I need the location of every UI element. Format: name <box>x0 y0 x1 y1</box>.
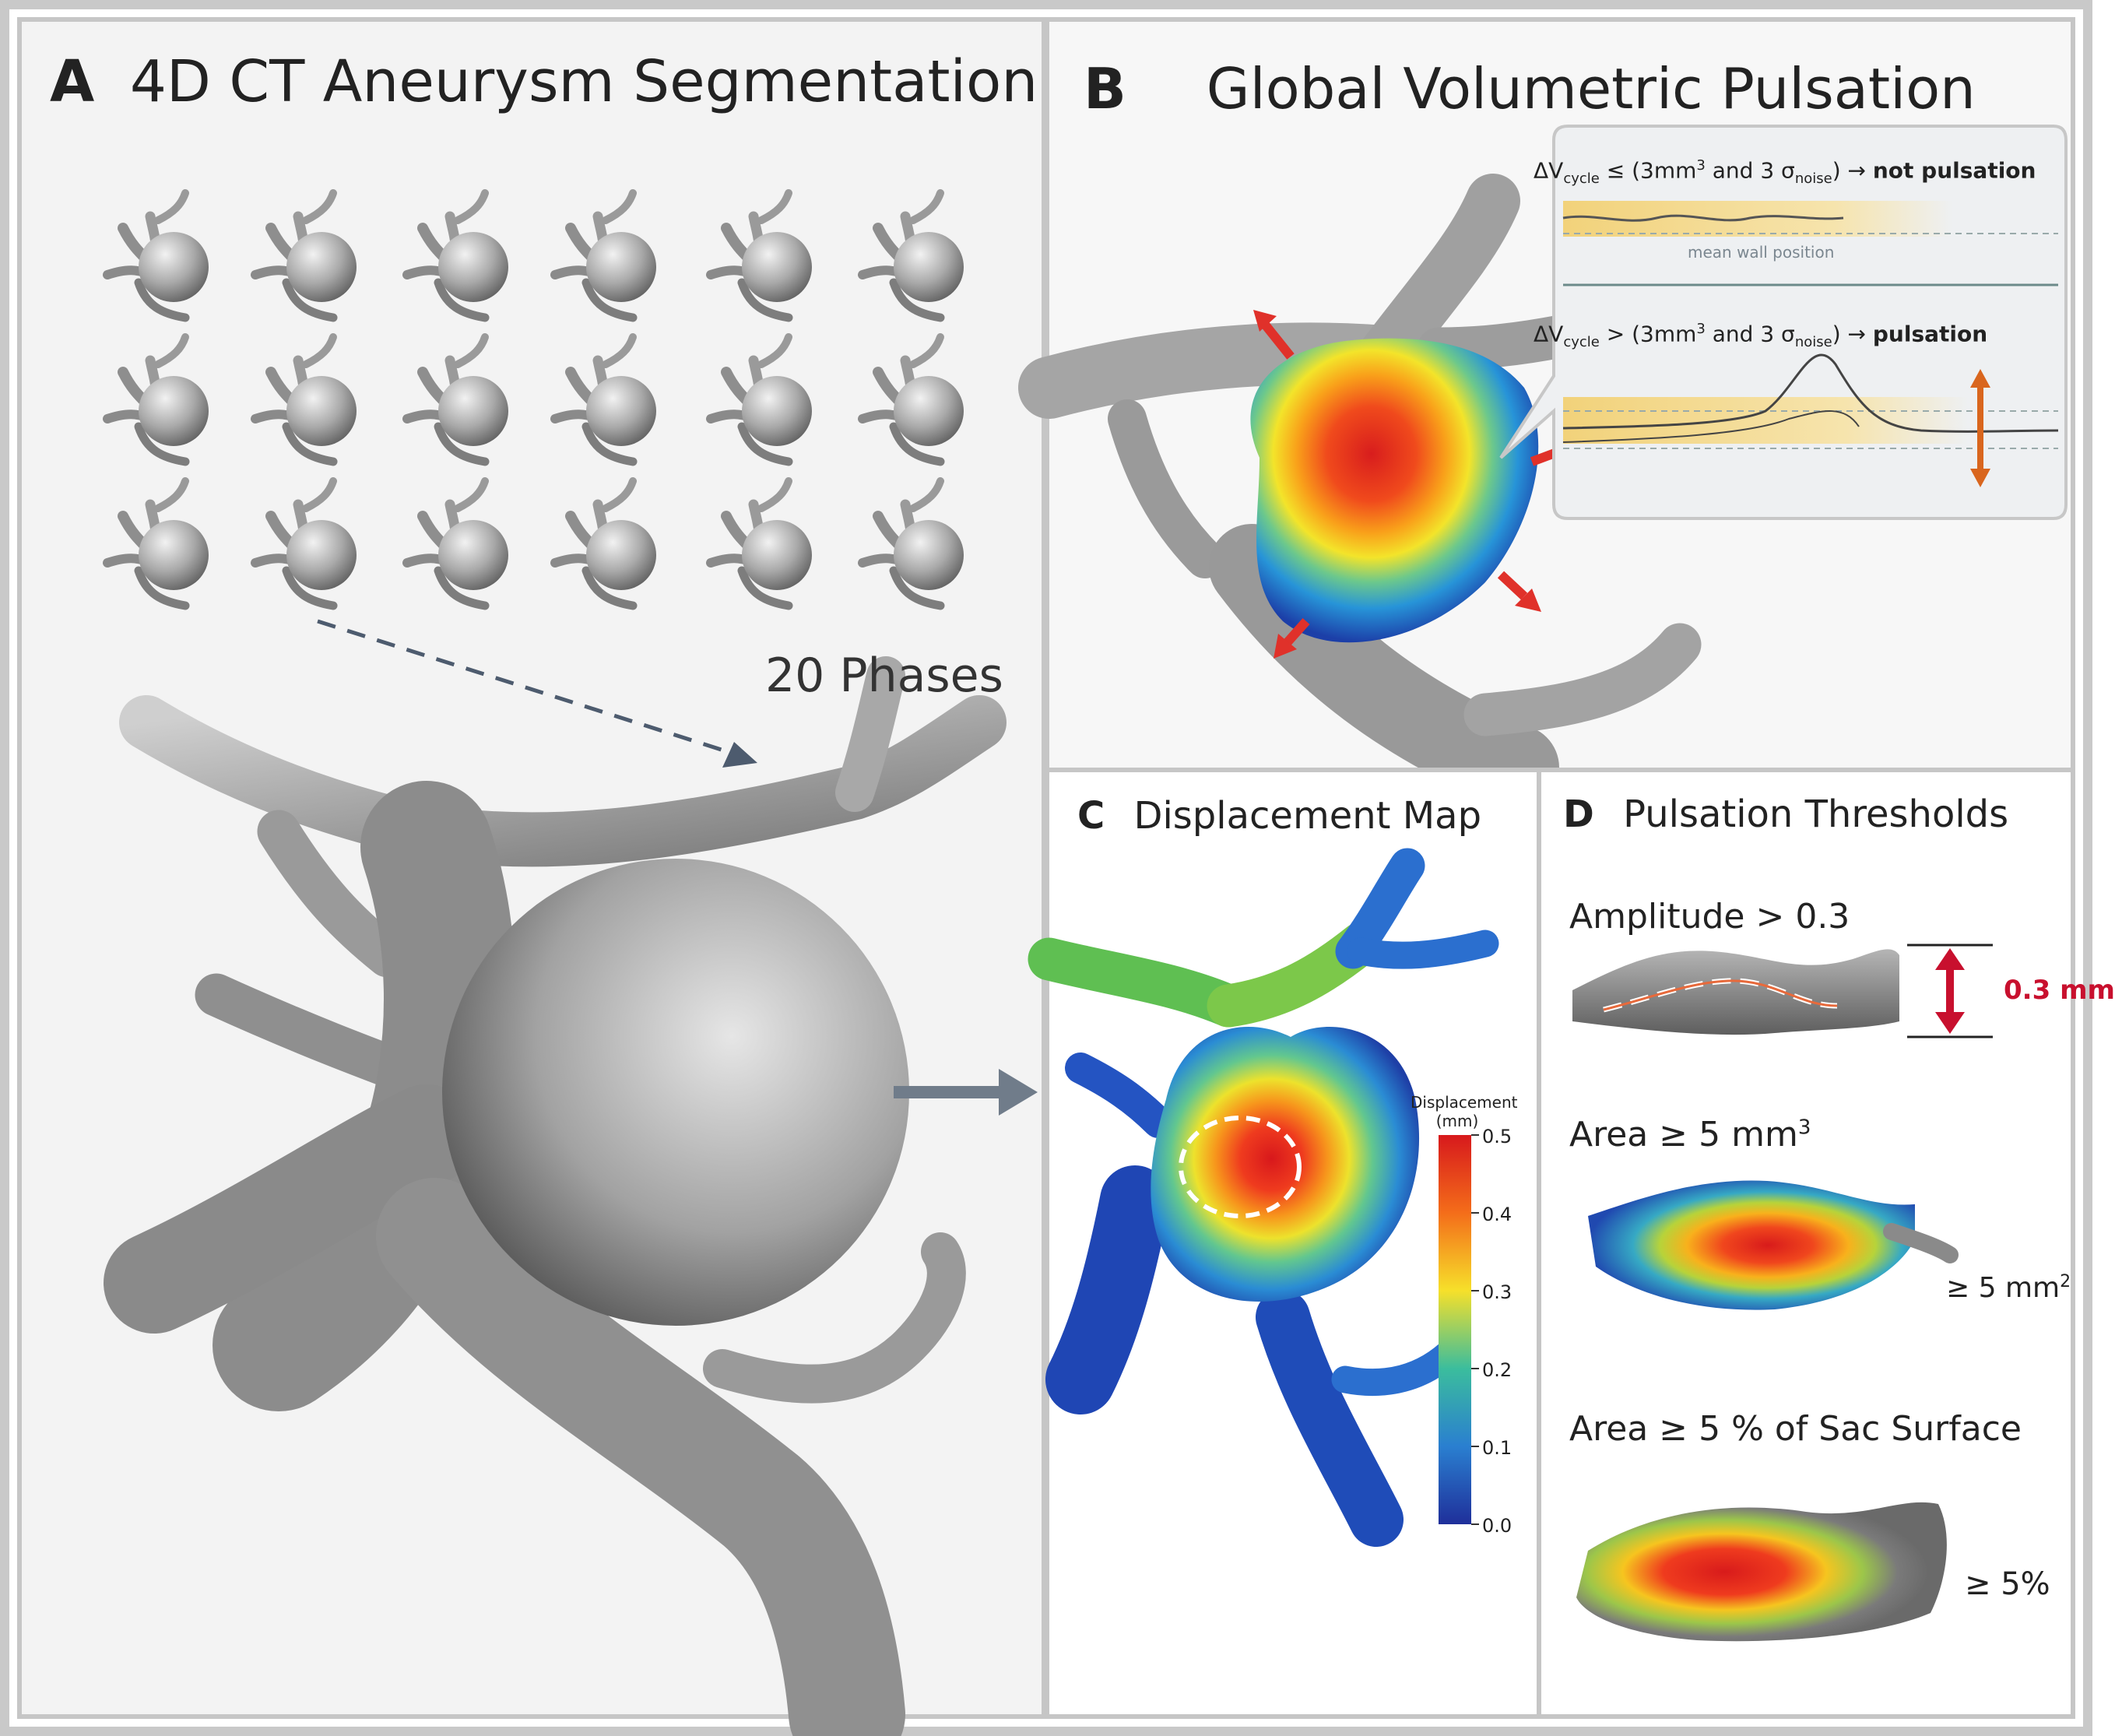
panel-a-title-text: 4D CT Aneurysm Segmentation <box>129 48 1038 115</box>
cycle-subscript: cycle <box>1563 333 1600 350</box>
panel-d-illustration <box>1572 944 1993 1642</box>
area-label-sup: 3 <box>1797 1116 1811 1140</box>
amplitude-arrow-bottom <box>1935 1012 1965 1034</box>
area-label: Area ≥ 5 mm3 <box>1569 1115 1811 1154</box>
sigma-text: and 3 σ <box>1705 321 1795 347</box>
callout-box <box>1499 125 2068 520</box>
panel-a-letter: A <box>50 48 95 115</box>
panel-c-title: C Displacement Map <box>1077 794 1481 838</box>
panel-b-letter: B <box>1084 56 1126 121</box>
amplitude-label: Amplitude > 0.3 <box>1569 897 1850 937</box>
amplitude-arrow-top <box>1935 948 1965 970</box>
panel-b-title-text: Global Volumetric Pulsation <box>1206 56 1976 121</box>
cycle-subscript: cycle <box>1563 170 1600 187</box>
amplitude-value: 0.3 mm <box>2004 975 2115 1006</box>
solid-arrow-head <box>999 1069 1038 1116</box>
arrow-text: ) → <box>1832 157 1873 184</box>
panel-a-title: A 4D CT Aneurysm Segmentation <box>50 48 1038 115</box>
panel-c: C Displacement Map <box>1028 768 1541 1719</box>
panel-d-letter: D <box>1563 792 1594 836</box>
area-value: ≥ 5 mm2 <box>1946 1272 2071 1304</box>
sigma-text: and 3 σ <box>1705 157 1795 184</box>
panel-a: A 4D CT Aneurysm Segmentation <box>17 17 1046 1736</box>
colorbar-title: Displacement (mm) <box>1411 1093 1518 1130</box>
area-patch-vessel <box>1883 1223 1959 1263</box>
wall-position-line <box>1603 979 1838 1011</box>
panel-b: B Global Volumetric Pulsation <box>1018 17 2075 810</box>
pulsation-label: pulsation <box>1872 321 1988 347</box>
max-displacement-circle <box>1179 1116 1302 1218</box>
phases-label: 20 Phases <box>765 648 1003 703</box>
threshold-text: ≤ (3mm <box>1599 157 1697 184</box>
panel-b-illustration <box>1018 125 2068 810</box>
panel-d-title-text: Pulsation Thresholds <box>1623 792 2009 836</box>
area-value-text: ≥ 5 mm <box>1946 1272 2061 1304</box>
panel-c-title-text: Displacement Map <box>1133 794 1482 838</box>
dashed-arrow-head <box>722 742 757 768</box>
displacement-aneurysm <box>1151 1026 1420 1302</box>
colorbar-title-text: Displacement <box>1411 1093 1518 1112</box>
panel-d-title: D Pulsation Thresholds <box>1563 792 2008 836</box>
panel-a-illustration <box>22 22 1038 1736</box>
area-patch <box>1588 1180 1915 1310</box>
tick-0.5: 0.5 <box>1482 1126 1512 1147</box>
cubed-superscript: 3 <box>1696 321 1706 337</box>
tick-0.1: 0.1 <box>1482 1437 1512 1459</box>
dashed-arrow <box>317 619 747 760</box>
delta-v-symbol: ΔV <box>1534 321 1564 347</box>
percent-patch <box>1576 1502 1947 1642</box>
noise-subscript: noise <box>1794 333 1832 350</box>
threshold-text: > (3mm <box>1599 321 1697 347</box>
heatmap-aneurysm <box>1250 338 1539 643</box>
panel-d: D Pulsation Thresholds Amplitude > 0.3 A… <box>1537 768 2115 1719</box>
not-pulsation-label: not pulsation <box>1872 157 2036 184</box>
tick-0.2: 0.2 <box>1482 1359 1512 1381</box>
colorbar-ticks <box>1471 1134 1479 1525</box>
cubed-superscript: 3 <box>1696 157 1706 174</box>
area-label-text: Area ≥ 5 mm <box>1569 1115 1798 1154</box>
mean-wall-label: mean wall position <box>1688 243 1835 262</box>
tick-0.3: 0.3 <box>1482 1281 1512 1303</box>
colorbar-unit-text: (mm) <box>1435 1112 1479 1130</box>
percent-value: ≥ 5% <box>1965 1566 2050 1602</box>
panel-c-letter: C <box>1077 794 1105 838</box>
colorbar <box>1439 1135 1471 1524</box>
noise-subscript: noise <box>1794 170 1832 187</box>
callout-not-pulsation-rule: ΔVcycle ≤ (3mm3 and 3 σnoise) → not puls… <box>1534 157 2036 187</box>
tick-0.0: 0.0 <box>1482 1515 1512 1537</box>
percent-label: Area ≥ 5 % of Sac Surface <box>1569 1409 2022 1449</box>
amplitude-wall <box>1572 949 1899 1035</box>
delta-v-symbol: ΔV <box>1534 157 1564 184</box>
panel-c-illustration <box>1028 848 1499 1547</box>
area-value-sup: 2 <box>2060 1272 2071 1291</box>
callout-pulsation-rule: ΔVcycle > (3mm3 and 3 σnoise) → pulsatio… <box>1534 321 1987 350</box>
large-aneurysm-model <box>104 656 1007 1736</box>
arrow-text: ) → <box>1832 321 1873 347</box>
tick-0.4: 0.4 <box>1482 1204 1512 1225</box>
phase-thumbnails <box>107 193 964 606</box>
panel-b-title: B Global Volumetric Pulsation <box>1084 56 1976 121</box>
